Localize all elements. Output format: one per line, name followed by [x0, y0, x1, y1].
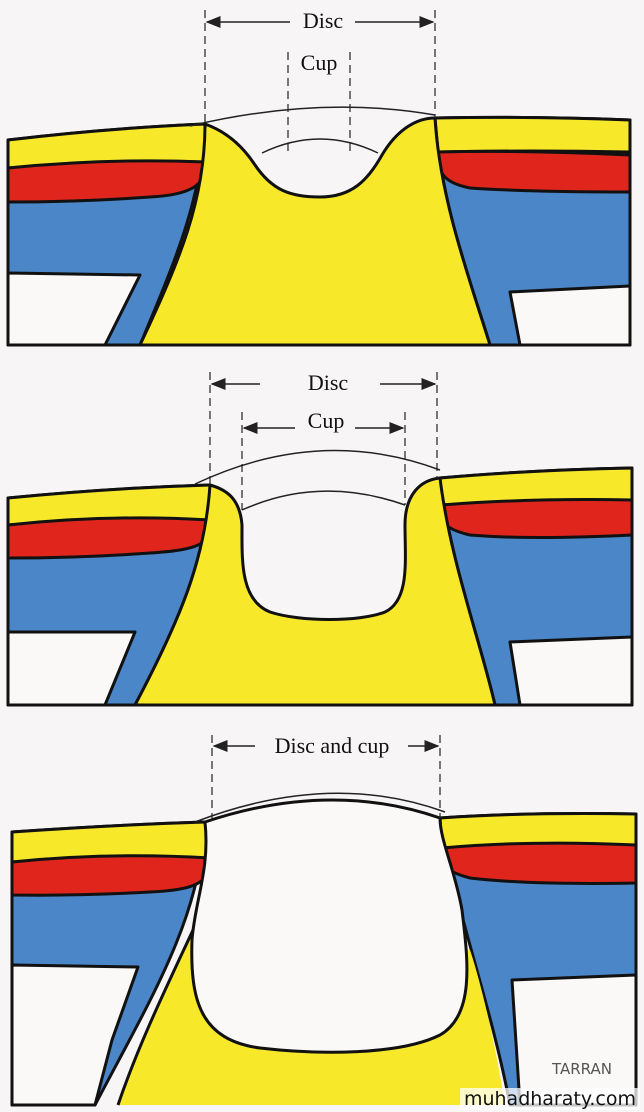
cup-label: Cup	[308, 408, 345, 433]
panel-normal-cup: Disc Cup	[6, 8, 632, 347]
disc-and-cup-label: Disc and cup	[275, 733, 390, 758]
artist-signature: TARRAN	[551, 1060, 612, 1078]
disc-label: Disc	[308, 370, 349, 395]
watermark: muhadharaty.com	[459, 1088, 640, 1110]
panel-total-cupping: Disc and cup TARRAN	[10, 733, 638, 1107]
panel-enlarged-cup: Disc Cup	[6, 370, 634, 707]
cup-label: Cup	[301, 50, 338, 75]
disc-label: Disc	[303, 8, 344, 33]
